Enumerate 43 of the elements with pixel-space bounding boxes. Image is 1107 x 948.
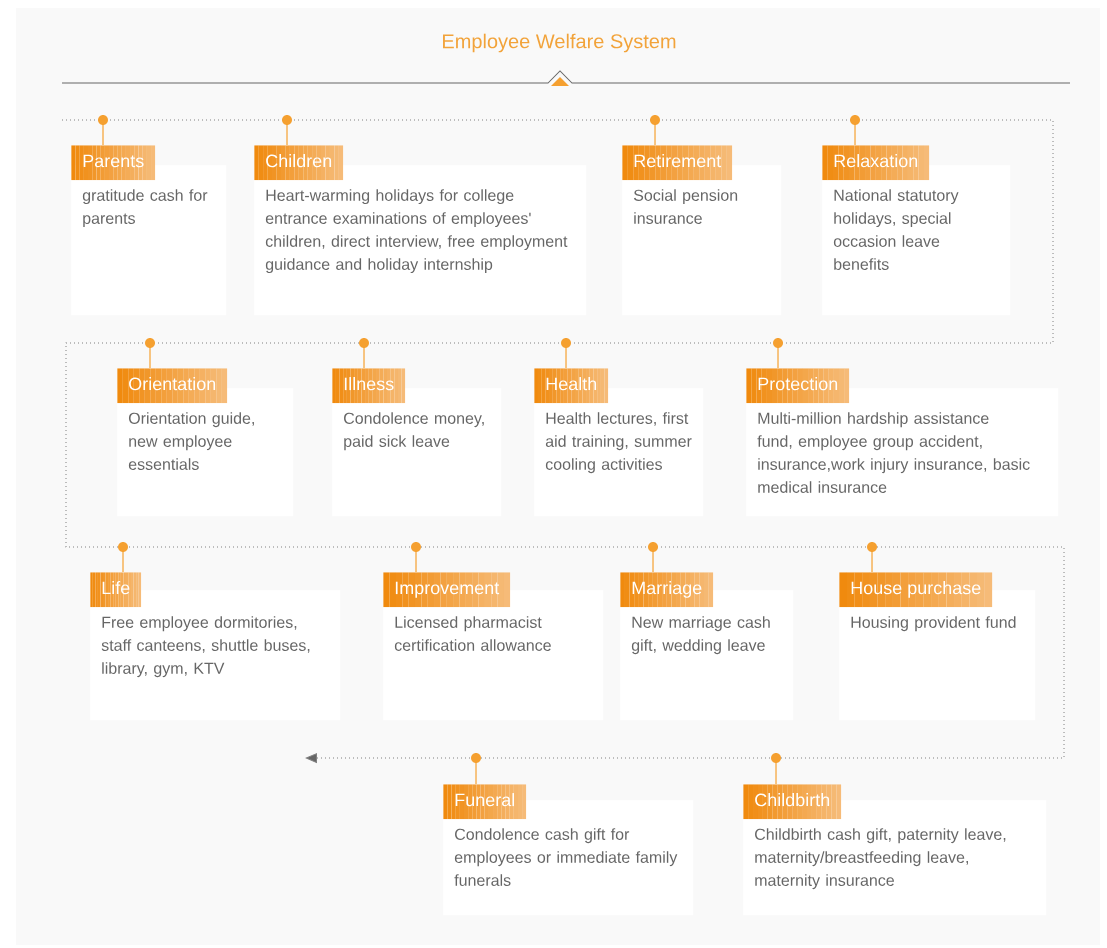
info-card	[383, 572, 604, 721]
card-text: Licensed pharmacist certification allowance	[394, 616, 551, 651]
card-text: Condolence money, paid sick leave	[344, 412, 484, 451]
category-tab: Life	[90, 572, 142, 608]
category-tab: Childbirth	[743, 784, 842, 820]
info-card	[534, 368, 704, 517]
info-card	[622, 145, 782, 316]
category-tab: House purchase	[839, 572, 993, 608]
info-card	[822, 145, 1011, 316]
category-tab: Retirement	[622, 145, 733, 181]
card-text: National statutory holidays, special occasion leave benefits	[833, 189, 959, 270]
category-tab: Children	[254, 145, 344, 181]
info-card	[620, 572, 794, 721]
category-tab: Marriage	[620, 572, 714, 608]
category-tab: Health	[534, 368, 609, 404]
info-card	[746, 368, 1059, 517]
info-card	[90, 572, 341, 721]
category-tab: Illness	[332, 368, 406, 404]
category-tab: Improvement	[383, 572, 511, 608]
card-text: Free employee dormitories, staff canteens, shuttle buses, library, gym, KTV	[101, 616, 310, 678]
category-tab: Protection	[746, 368, 850, 404]
category-tab: Orientation	[117, 368, 228, 404]
card-text: Orientation guide, new employee essentials	[128, 412, 254, 470]
info-card	[71, 145, 227, 316]
card-text: New marriage cash gift, wedding leave	[631, 616, 770, 655]
category-tab: Parents	[71, 145, 156, 181]
title: Employee Welfare System	[443, 33, 676, 53]
card-text: Childbirth cash gift, paternity leave, maternity/breastfeeding leave, maternity insurance	[755, 828, 1006, 890]
info-card	[117, 368, 294, 517]
info-card	[254, 145, 587, 316]
info-card	[443, 784, 694, 916]
card-text: Heart-warming holidays for college entrance examinations of employees' children, direct interview, free employment guidance and holiday internship	[265, 189, 568, 274]
card-text: Multi-million hardship assistance fund, employee group accident, insurance,work injury insurance, basic medical insurance	[757, 412, 1030, 493]
info-card	[839, 572, 1036, 721]
card-text: Condolence cash gift for employees or immediate family funerals	[454, 828, 678, 886]
info-card	[332, 368, 502, 517]
info-card	[743, 784, 1047, 916]
card-text: gratitude cash for parents	[82, 189, 208, 228]
card-text: Health lectures, first aid training, summer cooling activities	[545, 412, 692, 474]
category-tab: Relaxation	[822, 145, 930, 181]
card-text: Social pension insurance	[633, 189, 738, 224]
card-text: Housing provident fund	[851, 616, 1016, 632]
category-tab: Funeral	[443, 784, 527, 820]
